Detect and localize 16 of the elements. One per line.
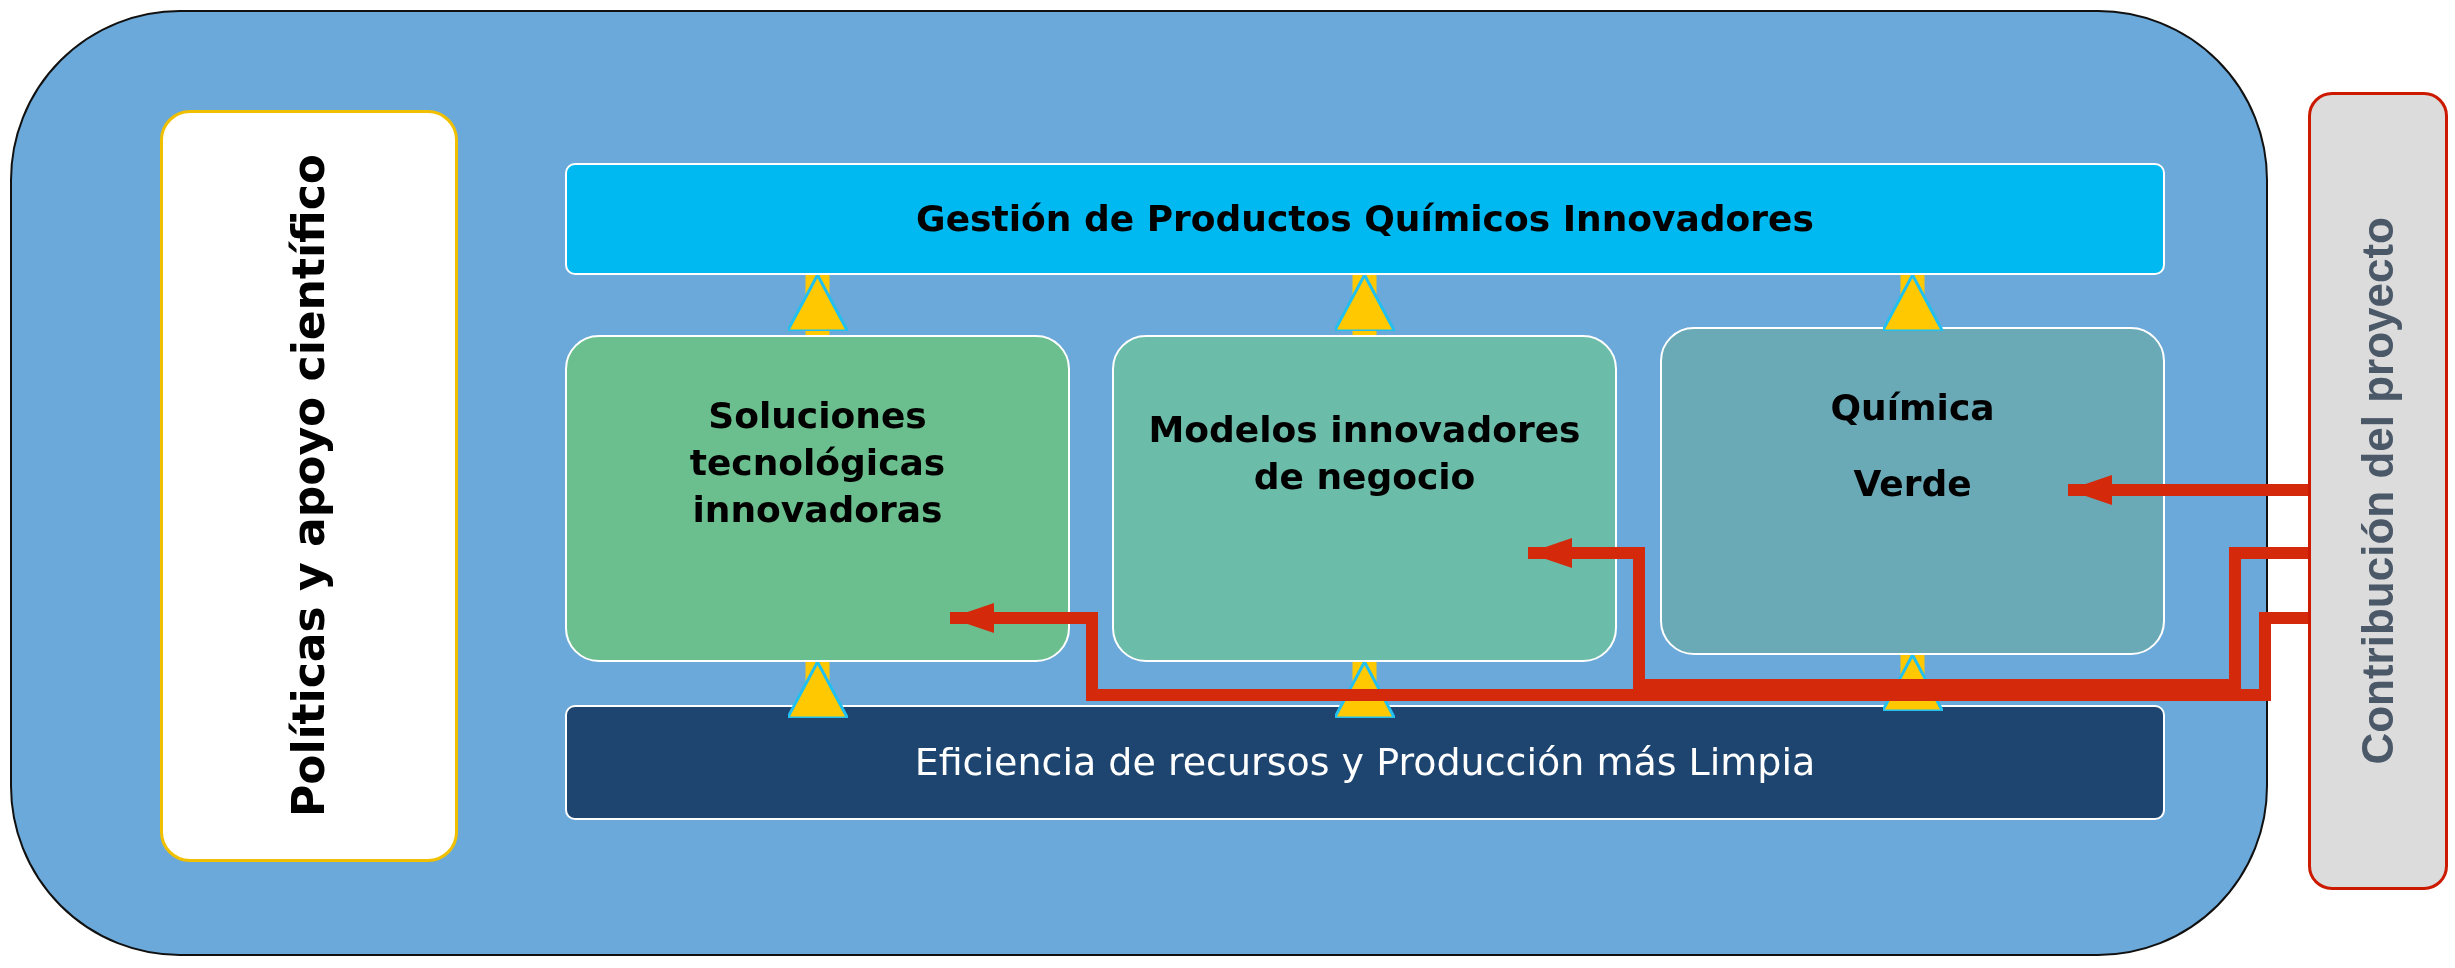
foundation-bar: Eficiencia de recursos y Producción más Limpia xyxy=(565,705,2165,820)
arrow xyxy=(786,660,849,720)
arrow xyxy=(1528,538,2308,691)
arrow xyxy=(1881,273,1944,333)
goal-bar: Gestión de Productos Químicos Innovadores xyxy=(565,163,2165,275)
pillar-box: Modelos innovadores de negocio xyxy=(1112,335,1617,662)
arrow xyxy=(2068,475,2308,505)
pillar-box: Soluciones tecnológicas innovadoras xyxy=(565,335,1070,662)
arrow xyxy=(1333,660,1396,720)
project-box: Contribución del proyecto xyxy=(2308,92,2448,890)
pillar-box: Química Verde xyxy=(1660,327,2165,655)
arrow xyxy=(786,273,849,335)
arrow xyxy=(1881,653,1944,713)
arrow xyxy=(1333,273,1396,335)
policy-box: Políticas y apoyo científico xyxy=(160,110,458,862)
arrow xyxy=(950,603,2308,701)
